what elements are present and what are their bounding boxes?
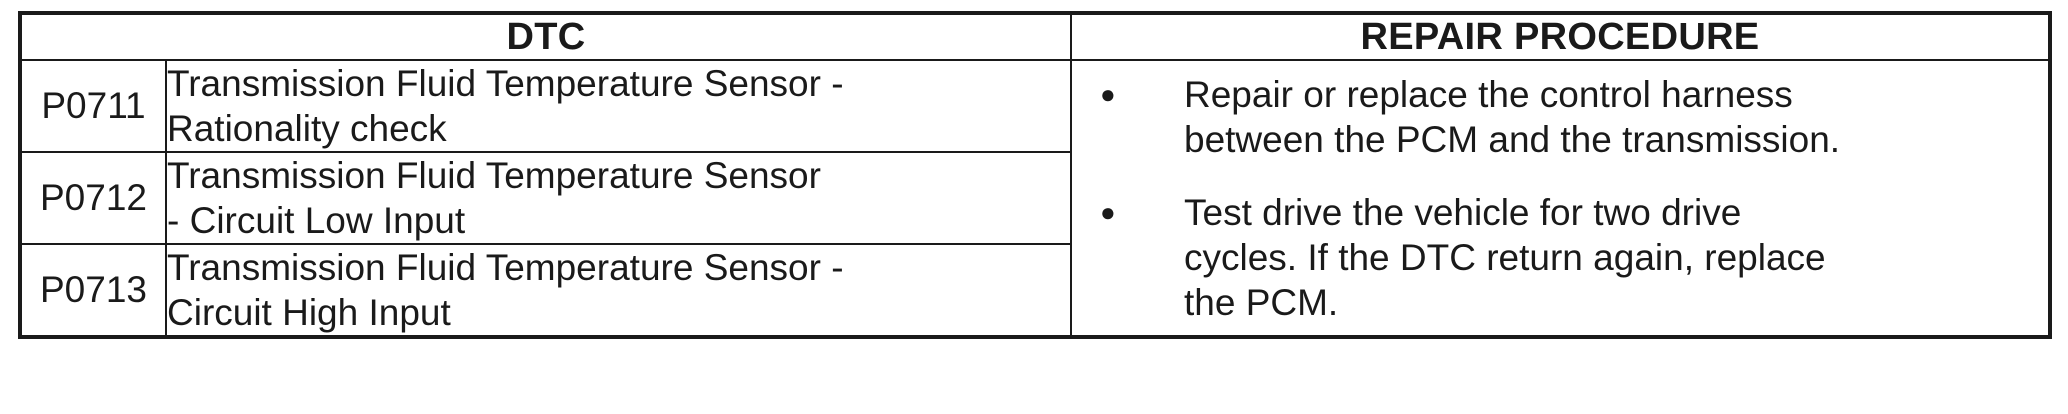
dtc-description-cell: Transmission Fluid Temperature Sensor - …	[165, 151, 1072, 245]
repair-procedure-text: Test drive the vehicle for two drive cyc…	[1184, 191, 1826, 323]
repair-procedure-list: ● Repair or replace the control harness …	[1072, 72, 2048, 325]
dtc-repair-table: DTC REPAIR PROCEDURE P0711 Transmission …	[18, 11, 2052, 339]
dtc-description-cell: Transmission Fluid Temperature Sensor - …	[165, 243, 1072, 337]
dtc-description-text: Transmission Fluid Temperature Sensor - …	[167, 63, 844, 149]
dtc-description-cell: Transmission Fluid Temperature Sensor - …	[165, 59, 1072, 153]
bullet-icon: ●	[1100, 196, 1116, 227]
dtc-code-cell: P0711	[20, 59, 167, 153]
table-row: P0713 Transmission Fluid Temperature Sen…	[20, 243, 2049, 337]
repair-procedure-text: Repair or replace the control harness be…	[1184, 73, 1841, 160]
dtc-description-text: Transmission Fluid Temperature Sensor - …	[167, 155, 821, 241]
table-header: DTC REPAIR PROCEDURE	[20, 13, 2050, 61]
repair-procedure-cell: ● Repair or replace the control harness …	[1070, 59, 2050, 337]
dtc-description-text: Transmission Fluid Temperature Sensor - …	[167, 247, 844, 333]
list-item: ● Repair or replace the control harness …	[1072, 72, 2048, 162]
list-item: ● Test drive the vehicle for two drive c…	[1072, 190, 2048, 325]
header-row: DTC REPAIR PROCEDURE	[20, 13, 2050, 61]
column-header-repair-procedure: REPAIR PROCEDURE	[1070, 13, 2050, 61]
table-row: P0711 Transmission Fluid Temperature Sen…	[20, 59, 2050, 337]
column-header-dtc: DTC	[20, 13, 1072, 61]
dtc-code-cell: P0713	[20, 243, 167, 337]
table-body: P0711 Transmission Fluid Temperature Sen…	[20, 59, 2050, 337]
dtc-code-cell: P0712	[20, 151, 167, 245]
bullet-icon: ●	[1100, 78, 1116, 109]
table-row: P0712 Transmission Fluid Temperature Sen…	[20, 151, 2049, 245]
